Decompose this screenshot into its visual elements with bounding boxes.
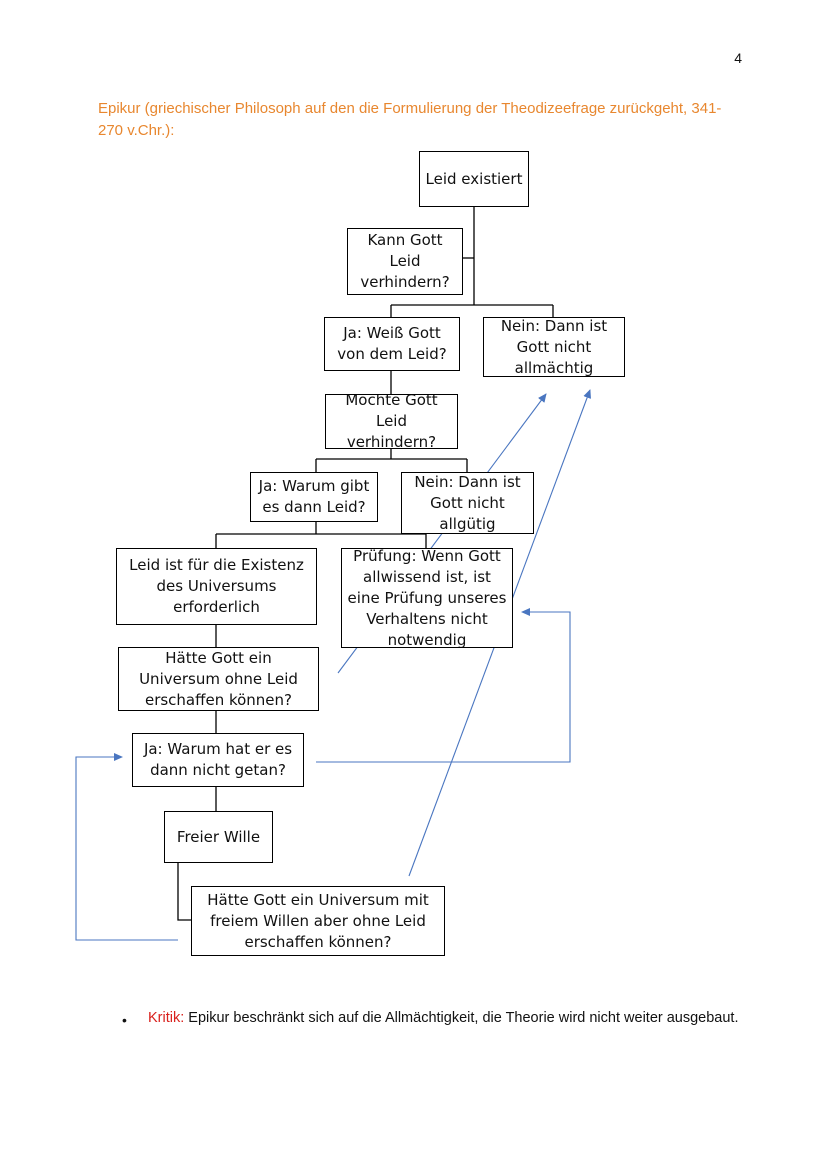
node-leid-erforderlich: Leid ist für die Existenz des Universums… [116, 548, 317, 625]
critique-paragraph: Kritik: Epikur beschränkt sich auf die A… [148, 1008, 748, 1029]
node-ja-weiss-gott: Ja: Weiß Gott von dem Leid? [324, 317, 460, 371]
node-universum-freier-wille: Hätte Gott ein Universum mit freiem Will… [191, 886, 445, 956]
node-nein-allguetig: Nein: Dann ist Gott nicht allgütig [401, 472, 534, 534]
node-ja-warum-gibt-es-leid: Ja: Warum gibt es dann Leid? [250, 472, 378, 522]
node-freier-wille: Freier Wille [164, 811, 273, 863]
node-kann-gott-leid-verhindern: Kann Gott Leid verhindern? [347, 228, 463, 295]
page-heading: Epikur (griechischer Philosoph auf den d… [98, 100, 722, 139]
connector-split-1 [390, 304, 554, 317]
node-moechte-gott: Möchte Gott Leid verhindern? [325, 394, 458, 449]
connector-split-3 [215, 522, 427, 548]
arrow-warum-to-pruefung [316, 608, 571, 763]
critique-text: Epikur beschränkt sich auf die Allmächti… [184, 1010, 739, 1026]
critique-bullet: • [122, 1012, 127, 1028]
arrow-universum2-to-warum [75, 753, 178, 941]
node-leid-existiert: Leid existiert [419, 151, 529, 207]
node-nein-allmaechtig: Nein: Dann ist Gott nicht allmächtig [483, 317, 625, 377]
connector-freierwille-universum2 [177, 863, 191, 921]
connector-split-2 [315, 449, 468, 472]
node-ja-warum-nicht-getan: Ja: Warum hat er es dann nicht getan? [132, 733, 304, 787]
critique-label: Kritik: [148, 1010, 185, 1026]
node-universum-ohne-leid: Hätte Gott ein Universum ohne Leid ersch… [118, 647, 319, 711]
node-pruefung: Prüfung: Wenn Gott allwissend ist, ist e… [341, 548, 513, 648]
page-number: 4 [734, 50, 742, 66]
